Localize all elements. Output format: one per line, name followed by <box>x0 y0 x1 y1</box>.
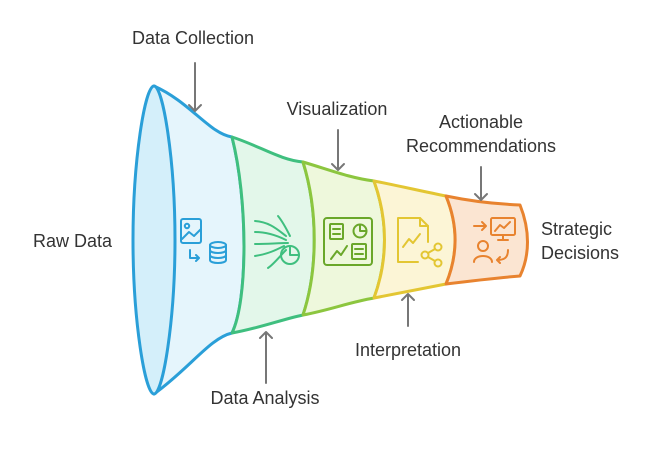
interpretation-label: Interpretation <box>355 340 461 360</box>
strategic-decisions-label-line-1: Strategic <box>541 219 612 239</box>
data-analysis-arrow <box>259 331 273 384</box>
actionable-recommendations-arrow <box>474 166 488 201</box>
pointer-arrows <box>188 62 488 384</box>
chart-document-share-icon <box>397 217 443 268</box>
funnel-mouth <box>131 84 177 396</box>
person-to-presentation-icon <box>473 217 516 264</box>
actionable-recommendations-label-line-2: Recommendations <box>406 136 556 156</box>
dashboard-icon <box>323 217 373 266</box>
image-to-database-icon <box>180 218 227 264</box>
interpretation-arrow <box>401 293 415 327</box>
data-collection-label: Data Collection <box>132 28 254 48</box>
visualization-label: Visualization <box>287 99 388 119</box>
data-analysis-label: Data Analysis <box>210 388 319 408</box>
actionable-recommendations-label-line-1: Actionable <box>439 112 523 132</box>
data-collection-arrow <box>188 62 202 112</box>
strategic-decisions-label-line-2: Decisions <box>541 243 619 263</box>
visualization-arrow <box>331 129 345 171</box>
raw-data-label: Raw Data <box>33 231 113 251</box>
data-streams-to-pie-chart-icon <box>254 215 300 269</box>
funnel-segment-actionable-recommendations <box>444 194 529 286</box>
